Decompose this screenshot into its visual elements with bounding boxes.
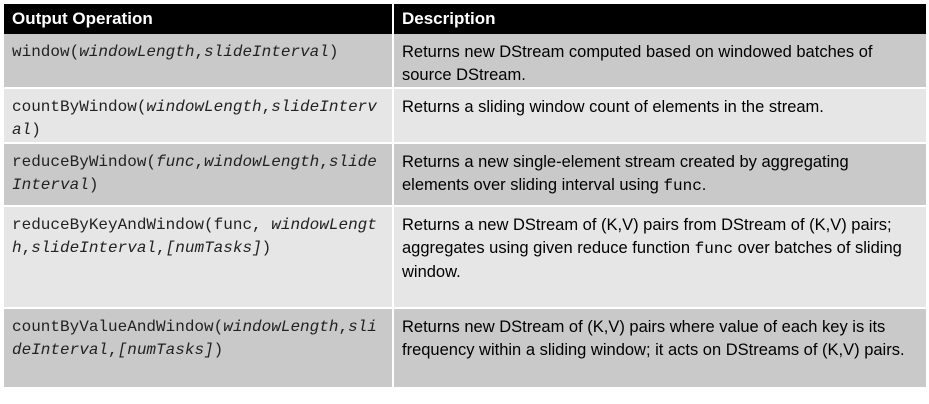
- table-row: countByWindow(windowLength,slideInterval…: [4, 88, 926, 144]
- description-cell: Returns a sliding window count of elemen…: [393, 88, 926, 144]
- operation-cell: countByValueAndWindow(windowLength,slide…: [4, 308, 394, 389]
- description-cell: Returns new DStream computed based on wi…: [393, 34, 926, 89]
- table-row: window(windowLength,slideInterval) Retur…: [4, 34, 926, 89]
- header-output-operation: Output Operation: [4, 4, 394, 34]
- description-cell: Returns a new DStream of (K,V) pairs fro…: [393, 206, 926, 309]
- operation-cell: window(windowLength,slideInterval): [4, 34, 394, 89]
- operation-cell: reduceByWindow(func,windowLength,slideIn…: [4, 143, 394, 207]
- header-description: Description: [393, 4, 926, 34]
- description-cell: Returns new DStream of (K,V) pairs where…: [393, 308, 926, 389]
- table-row: reduceByKeyAndWindow(func, windowLength,…: [4, 206, 926, 309]
- operation-cell: countByWindow(windowLength,slideInterval…: [4, 88, 394, 144]
- description-cell: Returns a new single-element stream crea…: [393, 143, 926, 207]
- operation-cell: reduceByKeyAndWindow(func, windowLength,…: [4, 206, 394, 309]
- window-operations-table: Output Operation Description window(wind…: [4, 4, 926, 389]
- table-row: reduceByWindow(func,windowLength,slideIn…: [4, 143, 926, 207]
- table-header-row: Output Operation Description: [4, 4, 926, 34]
- table-row: countByValueAndWindow(windowLength,slide…: [4, 308, 926, 389]
